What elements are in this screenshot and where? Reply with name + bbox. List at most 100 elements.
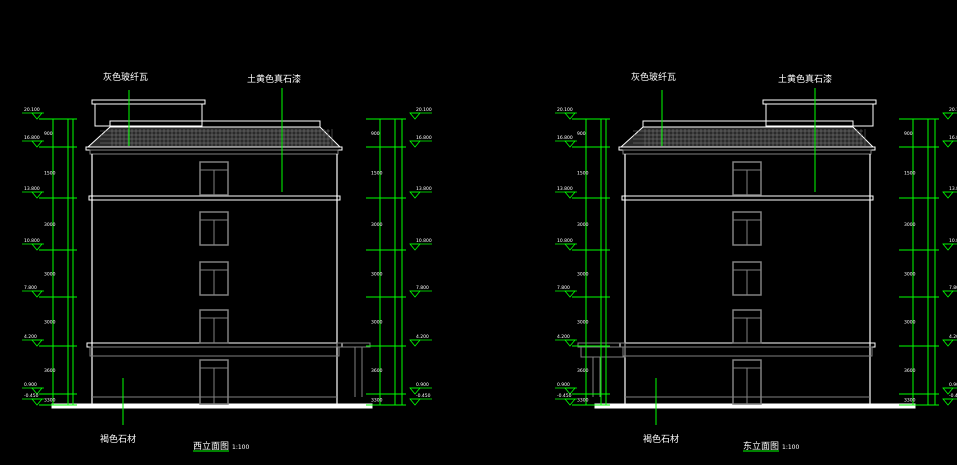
level-label: 0.900 xyxy=(24,382,37,388)
level-marker xyxy=(409,191,421,199)
dimension-value: 3000 xyxy=(904,320,916,326)
level-label: 20.100 xyxy=(416,107,432,113)
dimension-value: 3000 xyxy=(577,222,589,228)
level-marker xyxy=(564,339,576,347)
dimension-value: 3600 xyxy=(904,368,916,374)
east-wall-material-label: 土黄色真石漆 xyxy=(778,73,832,85)
side-canopy xyxy=(336,342,371,348)
level-label: 7.800 xyxy=(557,285,570,291)
level-label: -0.450 xyxy=(557,393,572,399)
level-marker xyxy=(942,290,954,298)
level-label: 4.200 xyxy=(557,334,570,340)
west-roof-material-label: 灰色玻纤瓦 xyxy=(103,71,148,83)
dimension-value: 3000 xyxy=(44,222,56,228)
dimension-value: 900 xyxy=(904,131,913,137)
level-marker xyxy=(564,398,576,406)
level-marker xyxy=(31,140,43,148)
level-label: 4.200 xyxy=(416,334,429,340)
level-marker xyxy=(942,191,954,199)
west-elevation: 20.100 900 16.800 1500 13.800 3000 10.800 3000 7… xyxy=(22,88,432,425)
west-base-material-label: 褐色石材 xyxy=(100,433,136,445)
level-marker xyxy=(31,243,43,251)
level-label: 16.800 xyxy=(416,135,432,141)
dimension-value: 3000 xyxy=(371,320,383,326)
dimension-value: 900 xyxy=(371,131,380,137)
level-label: 10.800 xyxy=(24,238,40,244)
dimension-value: 3300 xyxy=(371,398,383,404)
level-marker xyxy=(409,140,421,148)
level-marker xyxy=(564,243,576,251)
roof-ridge xyxy=(642,120,854,128)
parapet-wall xyxy=(765,103,874,127)
level-label: 16.800 xyxy=(24,135,40,141)
parapet-wall xyxy=(94,103,203,127)
level-label: 13.800 xyxy=(557,186,573,192)
level-label: 0.900 xyxy=(416,382,429,388)
dimension-value: 3000 xyxy=(44,320,56,326)
level-marker xyxy=(564,140,576,148)
level-label: 20.100 xyxy=(24,107,40,113)
level-marker xyxy=(942,140,954,148)
level-label: 16.800 xyxy=(557,135,573,141)
roof-ridge xyxy=(109,120,321,128)
dimension-value: 3000 xyxy=(371,272,383,278)
dimension-value: 3600 xyxy=(44,368,56,374)
level-label: 13.800 xyxy=(24,186,40,192)
east-title: 东立面图 xyxy=(743,440,779,452)
dimension-value: 3000 xyxy=(371,222,383,228)
level-label: 20.100 xyxy=(949,107,957,113)
dimension-value: 1500 xyxy=(44,171,56,177)
canopy-fascia xyxy=(580,346,626,358)
level-label: -0.450 xyxy=(416,393,431,399)
level-marker xyxy=(31,112,43,120)
dimension-value: 900 xyxy=(577,131,586,137)
west-title: 西立面图 xyxy=(193,440,229,452)
floor-band xyxy=(89,346,340,357)
level-label: 13.800 xyxy=(949,186,957,192)
parapet-cap xyxy=(91,99,206,105)
level-label: 10.800 xyxy=(949,238,957,244)
level-marker xyxy=(409,339,421,347)
dimension-value: 3000 xyxy=(577,272,589,278)
level-marker xyxy=(942,398,954,406)
level-marker xyxy=(31,339,43,347)
level-marker xyxy=(409,112,421,120)
level-label: 0.900 xyxy=(949,382,957,388)
level-marker xyxy=(564,112,576,120)
level-label: 7.800 xyxy=(949,285,957,291)
eave-band xyxy=(622,149,872,155)
level-marker xyxy=(409,398,421,406)
level-label: 20.100 xyxy=(557,107,573,113)
floor-band xyxy=(621,195,874,201)
floor-band xyxy=(622,346,873,357)
level-label: 4.200 xyxy=(949,334,957,340)
dimension-value: 3300 xyxy=(577,398,589,404)
level-label: 10.800 xyxy=(557,238,573,244)
dimension-value: 3000 xyxy=(577,320,589,326)
east-base-material-label: 褐色石材 xyxy=(643,433,679,445)
level-label: 10.800 xyxy=(416,238,432,244)
dimension-value: 1500 xyxy=(904,171,916,177)
level-marker xyxy=(31,290,43,298)
dimension-value: 3600 xyxy=(371,368,383,374)
dimension-value: 3300 xyxy=(44,398,56,404)
west-scale: 1:100 xyxy=(232,444,249,451)
level-marker xyxy=(31,398,43,406)
tiled-roof xyxy=(619,126,875,148)
level-label: 7.800 xyxy=(416,285,429,291)
floor-band xyxy=(88,195,341,201)
dimension-value: 1500 xyxy=(371,171,383,177)
level-label: 13.800 xyxy=(416,186,432,192)
level-label: 7.800 xyxy=(24,285,37,291)
level-marker xyxy=(942,243,954,251)
level-marker xyxy=(564,191,576,199)
dimension-value: 900 xyxy=(44,131,53,137)
eave-band xyxy=(89,149,339,155)
level-marker xyxy=(409,243,421,251)
level-label: -0.450 xyxy=(949,393,957,399)
level-marker xyxy=(564,290,576,298)
level-marker xyxy=(31,191,43,199)
dimension-value: 3300 xyxy=(904,398,916,404)
parapet-cap xyxy=(762,99,877,105)
